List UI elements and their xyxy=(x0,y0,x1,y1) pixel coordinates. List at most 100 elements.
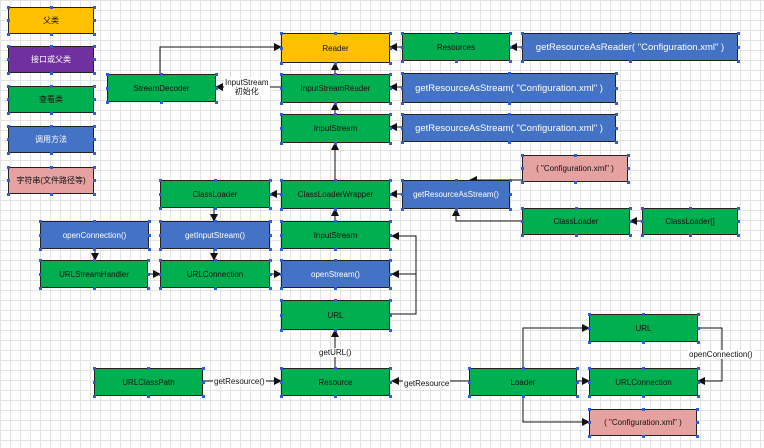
node-url-class-path[interactable]: URLClassPath xyxy=(94,368,203,396)
resize-handle[interactable] xyxy=(520,167,524,170)
resize-handle[interactable] xyxy=(146,286,150,290)
resize-handle[interactable] xyxy=(642,394,645,398)
resize-handle[interactable] xyxy=(508,178,512,182)
resize-handle[interactable] xyxy=(573,180,577,184)
resize-handle[interactable] xyxy=(6,84,10,88)
resize-handle[interactable] xyxy=(388,112,392,116)
resize-handle[interactable] xyxy=(214,100,218,104)
resize-handle[interactable] xyxy=(628,59,632,63)
resize-handle[interactable] xyxy=(388,258,392,262)
resize-handle[interactable] xyxy=(641,434,645,438)
resize-handle[interactable] xyxy=(279,394,283,398)
resize-handle[interactable] xyxy=(400,45,404,49)
resize-handle[interactable] xyxy=(201,366,205,370)
resize-handle[interactable] xyxy=(279,207,283,211)
resize-handle[interactable] xyxy=(160,72,163,76)
resize-handle[interactable] xyxy=(388,72,392,76)
resize-handle[interactable] xyxy=(279,258,283,262)
node-url-1[interactable]: URL xyxy=(281,300,390,330)
resize-handle[interactable] xyxy=(614,126,618,130)
resize-handle[interactable] xyxy=(388,219,392,223)
resize-handle[interactable] xyxy=(334,328,337,332)
resize-handle[interactable] xyxy=(268,192,272,196)
resize-handle[interactable] xyxy=(93,247,96,251)
resize-handle[interactable] xyxy=(587,394,591,398)
resize-handle[interactable] xyxy=(214,72,218,76)
resize-handle[interactable] xyxy=(268,206,272,210)
resize-handle[interactable] xyxy=(334,72,337,76)
resize-handle[interactable] xyxy=(696,380,700,384)
resize-handle[interactable] xyxy=(467,394,471,398)
resize-handle[interactable] xyxy=(573,153,577,157)
resize-handle[interactable] xyxy=(400,207,404,211)
resize-handle[interactable] xyxy=(736,45,740,49)
resize-handle[interactable] xyxy=(92,19,96,22)
node-open-connection-1[interactable]: openConnection() xyxy=(40,221,149,249)
resize-handle[interactable] xyxy=(696,366,700,370)
resize-handle[interactable] xyxy=(334,298,337,302)
resize-handle[interactable] xyxy=(279,272,283,276)
resize-handle[interactable] xyxy=(279,313,283,317)
node-stream-decoder[interactable]: StreamDecoder xyxy=(107,74,216,102)
node-get-resource-as-stream-1[interactable]: getResourceAsStream( "Configuration.xml"… xyxy=(402,73,616,103)
resize-handle[interactable] xyxy=(388,286,392,290)
resize-handle[interactable] xyxy=(279,298,283,302)
resize-handle[interactable] xyxy=(388,31,392,35)
resize-handle[interactable] xyxy=(49,165,53,169)
resize-handle[interactable] xyxy=(158,206,162,210)
resize-handle[interactable] xyxy=(388,366,392,370)
resize-handle[interactable] xyxy=(388,233,392,237)
resize-handle[interactable] xyxy=(279,112,283,116)
resize-handle[interactable] xyxy=(334,61,337,65)
node-reader[interactable]: Reader xyxy=(281,33,390,63)
resize-handle[interactable] xyxy=(268,286,272,290)
resize-handle[interactable] xyxy=(640,206,644,210)
resize-handle[interactable] xyxy=(388,247,392,251)
resize-handle[interactable] xyxy=(105,86,109,90)
resize-handle[interactable] xyxy=(642,312,645,316)
resize-handle[interactable] xyxy=(38,247,42,251)
resize-handle[interactable] xyxy=(641,407,645,411)
resize-handle[interactable] xyxy=(614,112,618,116)
resize-handle[interactable] xyxy=(268,233,272,237)
resize-handle[interactable] xyxy=(6,58,10,61)
resize-handle[interactable] xyxy=(400,112,404,116)
resize-handle[interactable] xyxy=(268,272,272,276)
node-resource[interactable]: Resource xyxy=(281,368,390,396)
resize-handle[interactable] xyxy=(587,434,591,438)
node-resources[interactable]: Resources xyxy=(402,33,510,61)
resize-handle[interactable] xyxy=(92,71,96,75)
resize-handle[interactable] xyxy=(38,272,42,276)
node-url-connection-2[interactable]: URLConnection xyxy=(589,368,698,396)
resize-handle[interactable] xyxy=(614,86,618,90)
resize-handle[interactable] xyxy=(626,153,630,157)
node-url-stream-handler[interactable]: URLStreamHandler xyxy=(40,260,148,288)
resize-handle[interactable] xyxy=(388,298,392,302)
resize-handle[interactable] xyxy=(92,286,96,290)
resize-handle[interactable] xyxy=(334,101,337,105)
resize-handle[interactable] xyxy=(400,31,404,35)
resize-handle[interactable] xyxy=(642,340,645,344)
resize-handle[interactable] xyxy=(696,394,700,398)
resize-handle[interactable] xyxy=(6,19,10,22)
resize-handle[interactable] xyxy=(614,71,618,75)
resize-handle[interactable] xyxy=(575,380,579,384)
resize-handle[interactable] xyxy=(575,394,579,398)
resize-handle[interactable] xyxy=(400,101,404,105)
resize-handle[interactable] xyxy=(614,101,618,105)
resize-handle[interactable] xyxy=(334,31,337,35)
resize-handle[interactable] xyxy=(334,141,337,145)
resize-handle[interactable] xyxy=(279,328,283,332)
resize-handle[interactable] xyxy=(587,421,591,424)
resize-handle[interactable] xyxy=(508,45,512,49)
resize-handle[interactable] xyxy=(400,126,404,130)
resize-handle[interactable] xyxy=(736,59,740,63)
resize-handle[interactable] xyxy=(628,206,632,210)
resize-handle[interactable] xyxy=(587,366,591,370)
resize-handle[interactable] xyxy=(158,258,162,262)
node-get-resource-as-reader[interactable]: getResourceAsReader( "Configuration.xml"… xyxy=(522,33,738,61)
resize-handle[interactable] xyxy=(334,258,337,262)
resize-handle[interactable] xyxy=(6,138,10,141)
node-get-resource-as-stream-2[interactable]: getResourceAsStream( "Configuration.xml"… xyxy=(402,114,616,142)
resize-handle[interactable] xyxy=(388,127,392,130)
